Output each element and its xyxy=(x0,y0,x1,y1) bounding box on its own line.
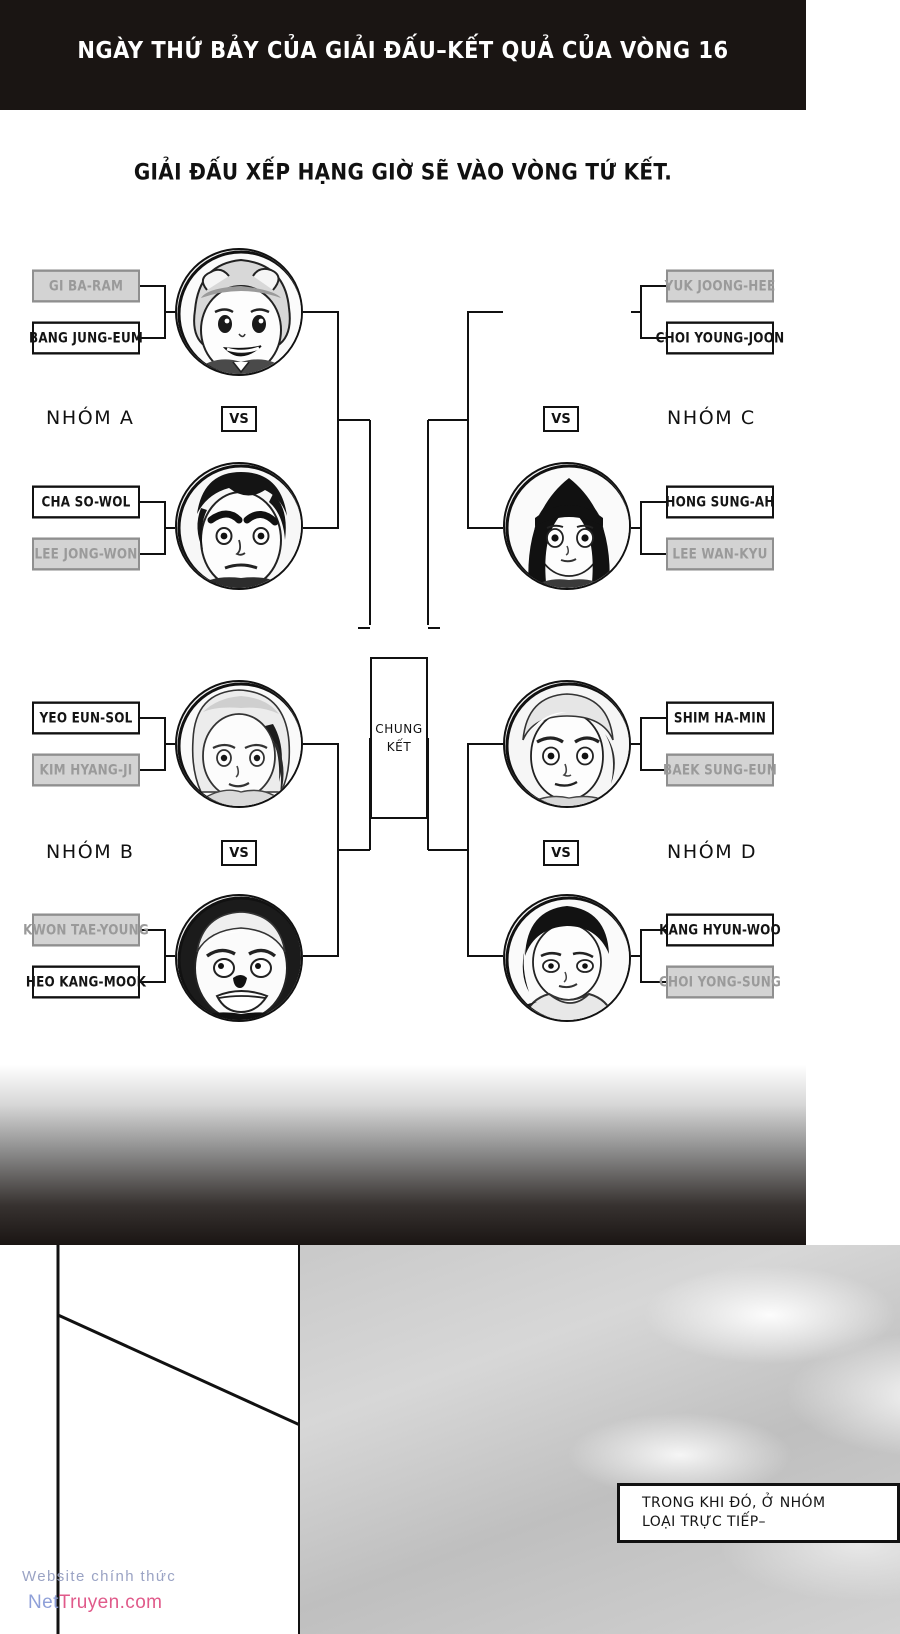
competitor-plate-choi-young-joon[interactable]: CHOI YOUNG-JOON xyxy=(656,321,784,355)
portrait-yeo-eun-sol xyxy=(175,680,303,808)
portrait-heo-kang-mook xyxy=(175,894,303,1022)
narration-caption: TRONG KHI ĐÓ, Ở NHÓM LOẠI TRỰC TIẾP– xyxy=(617,1483,900,1543)
bracket-subtitle: GIẢI ĐẤU XẾP HẠNG GIỜ SẼ VÀO VÒNG TỨ KẾT… xyxy=(133,158,673,186)
competitor-plate-kang-hyun-woo[interactable]: KANG HYUN-WOO xyxy=(659,913,781,947)
group-label-d: NHÓM D xyxy=(667,841,758,863)
watermark-brand: NetTruyen.com xyxy=(28,1592,162,1614)
watermark-brand-b: Truyen.com xyxy=(58,1592,163,1613)
competitor-plate-yeo-eun-sol[interactable]: YEO EUN-SOL xyxy=(32,701,140,735)
group-label-c: NHÓM C xyxy=(667,407,756,429)
panel-fade xyxy=(0,1065,806,1245)
vs-box-group-d: VS xyxy=(543,840,579,866)
portrait-kang-hyun-woo xyxy=(503,894,631,1022)
competitor-plate-baek-sung-eun[interactable]: BAEK SUNG-EUN xyxy=(663,753,777,787)
competitor-plate-cha-so-wol[interactable]: CHA SO-WOL xyxy=(32,485,140,519)
competitor-plate-lee-wan-kyu[interactable]: LEE WAN-KYU xyxy=(666,537,774,571)
competitor-plate-lee-jong-won[interactable]: LEE JONG-WON xyxy=(32,537,140,571)
title-panel: NGÀY THỨ BẢY CỦA GIẢI ĐẤU–KẾT QUẢ CỦA VÒ… xyxy=(0,0,806,110)
vs-box-group-b: VS xyxy=(221,840,257,866)
competitor-plate-kwon-tae-young[interactable]: KWON TAE-YOUNG xyxy=(23,913,149,947)
lower-panel: 892711 xyxy=(0,1245,900,1634)
final-match-box: CHUNG KẾT xyxy=(370,657,428,819)
vs-box-group-c: VS xyxy=(543,406,579,432)
watermark-line-1: Website chính thức xyxy=(22,1568,177,1585)
caption-line-2: LOẠI TRỰC TIẾP– xyxy=(642,1514,766,1530)
portrait-shim-ha-min xyxy=(503,680,631,808)
final-label-line2: KẾT xyxy=(386,740,412,754)
competitor-plate-gi-ba-ram[interactable]: GI BA-RAM xyxy=(32,269,140,303)
sky-background xyxy=(300,1245,900,1634)
competitor-plate-kim-hyang-ji[interactable]: KIM HYANG-JI xyxy=(32,753,140,787)
bracket-panel: GIẢI ĐẤU XẾP HẠNG GIỜ SẼ VÀO VÒNG TỨ KẾT… xyxy=(0,110,806,1245)
competitor-plate-hong-sung-ah[interactable]: HONG SUNG-AH xyxy=(665,485,774,519)
page-gutter xyxy=(806,0,900,1245)
group-label-a: NHÓM A xyxy=(46,407,135,429)
page-title: NGÀY THỨ BẢY CỦA GIẢI ĐẤU–KẾT QUẢ CỦA VÒ… xyxy=(77,36,729,64)
portrait-hong-sung-ah xyxy=(503,462,631,590)
competitor-plate-choi-yong-sung[interactable]: CHOI YONG-SUNG xyxy=(659,965,781,999)
competitor-plate-heo-kang-mook[interactable]: HEO KANG-MOOK xyxy=(26,965,146,999)
portrait-bang-jung-eum xyxy=(175,248,303,376)
competitor-plate-bang-jung-eum[interactable]: BANG JUNG-EUM xyxy=(29,321,143,355)
watermark-brand-a: Net xyxy=(28,1592,59,1613)
portrait-cha-so-wol xyxy=(175,462,303,590)
competitor-plate-yuk-joong-hee[interactable]: YUK JOONG-HEE xyxy=(665,269,775,303)
group-label-b: NHÓM B xyxy=(46,841,135,863)
caption-line-1: TRONG KHI ĐÓ, Ở NHÓM xyxy=(642,1495,826,1511)
final-label-line1: CHUNG xyxy=(375,722,423,736)
vs-box-group-a: VS xyxy=(221,406,257,432)
competitor-plate-shim-ha-min[interactable]: SHIM HA-MIN xyxy=(666,701,774,735)
